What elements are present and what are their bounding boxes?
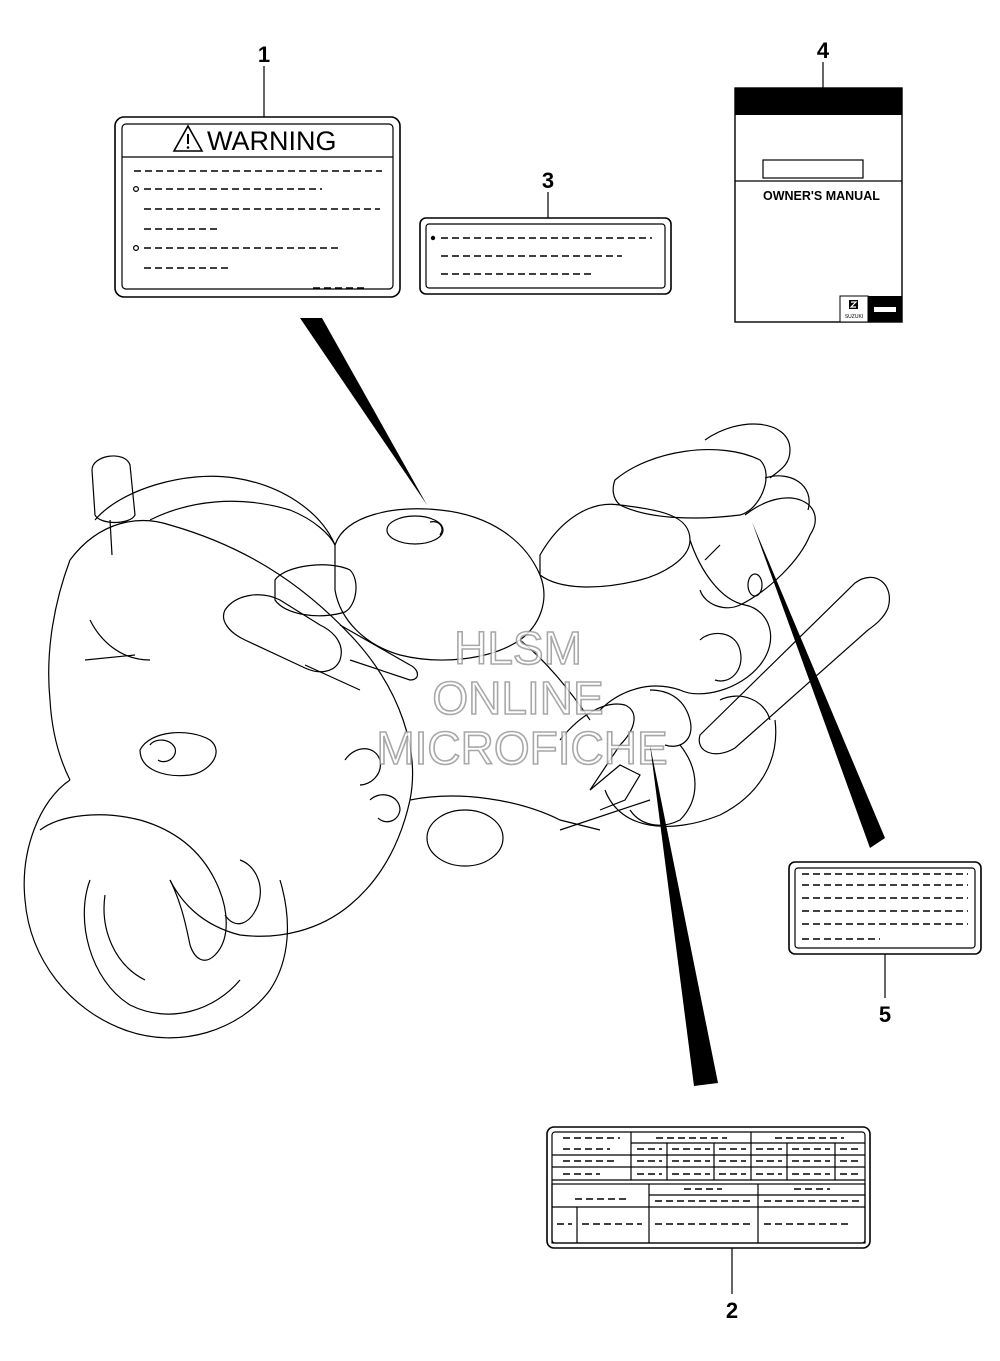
callout-number-4: 4 <box>817 38 830 63</box>
callout-number-2: 2 <box>726 1298 738 1323</box>
owners-manual: 4 OWNER'S MANUAL SUZUKI <box>734 38 903 323</box>
manual-brand: SUZUKI <box>845 314 863 320</box>
watermark-line-2: ONLINE <box>432 672 603 724</box>
pointer-wedge-2 <box>650 745 718 1086</box>
callout-number-3: 3 <box>542 168 554 193</box>
watermark: HLSM ONLINE MICROFICHE <box>376 621 669 775</box>
info-label: 5 <box>788 861 982 1027</box>
warning-title: WARNING <box>207 126 337 156</box>
watermark-line-3: MICROFICHE <box>376 722 667 774</box>
manual-title: OWNER'S MANUAL <box>763 189 880 203</box>
caution-label: 3 <box>419 168 672 295</box>
motorcycle-outline <box>23 423 890 1039</box>
warning-triangle-icon <box>172 124 204 152</box>
spec-table-label: 2 <box>546 1126 871 1323</box>
suzuki-s-logo-icon <box>849 300 858 309</box>
pointer-wedge-1 <box>300 318 427 505</box>
callout-number-1: 1 <box>258 42 270 67</box>
pointer-wedge-5 <box>752 522 885 848</box>
watermark-line-1: HLSM <box>454 622 582 674</box>
warning-label: 1 WARNING <box>114 42 401 298</box>
callout-number-5: 5 <box>879 1002 891 1027</box>
